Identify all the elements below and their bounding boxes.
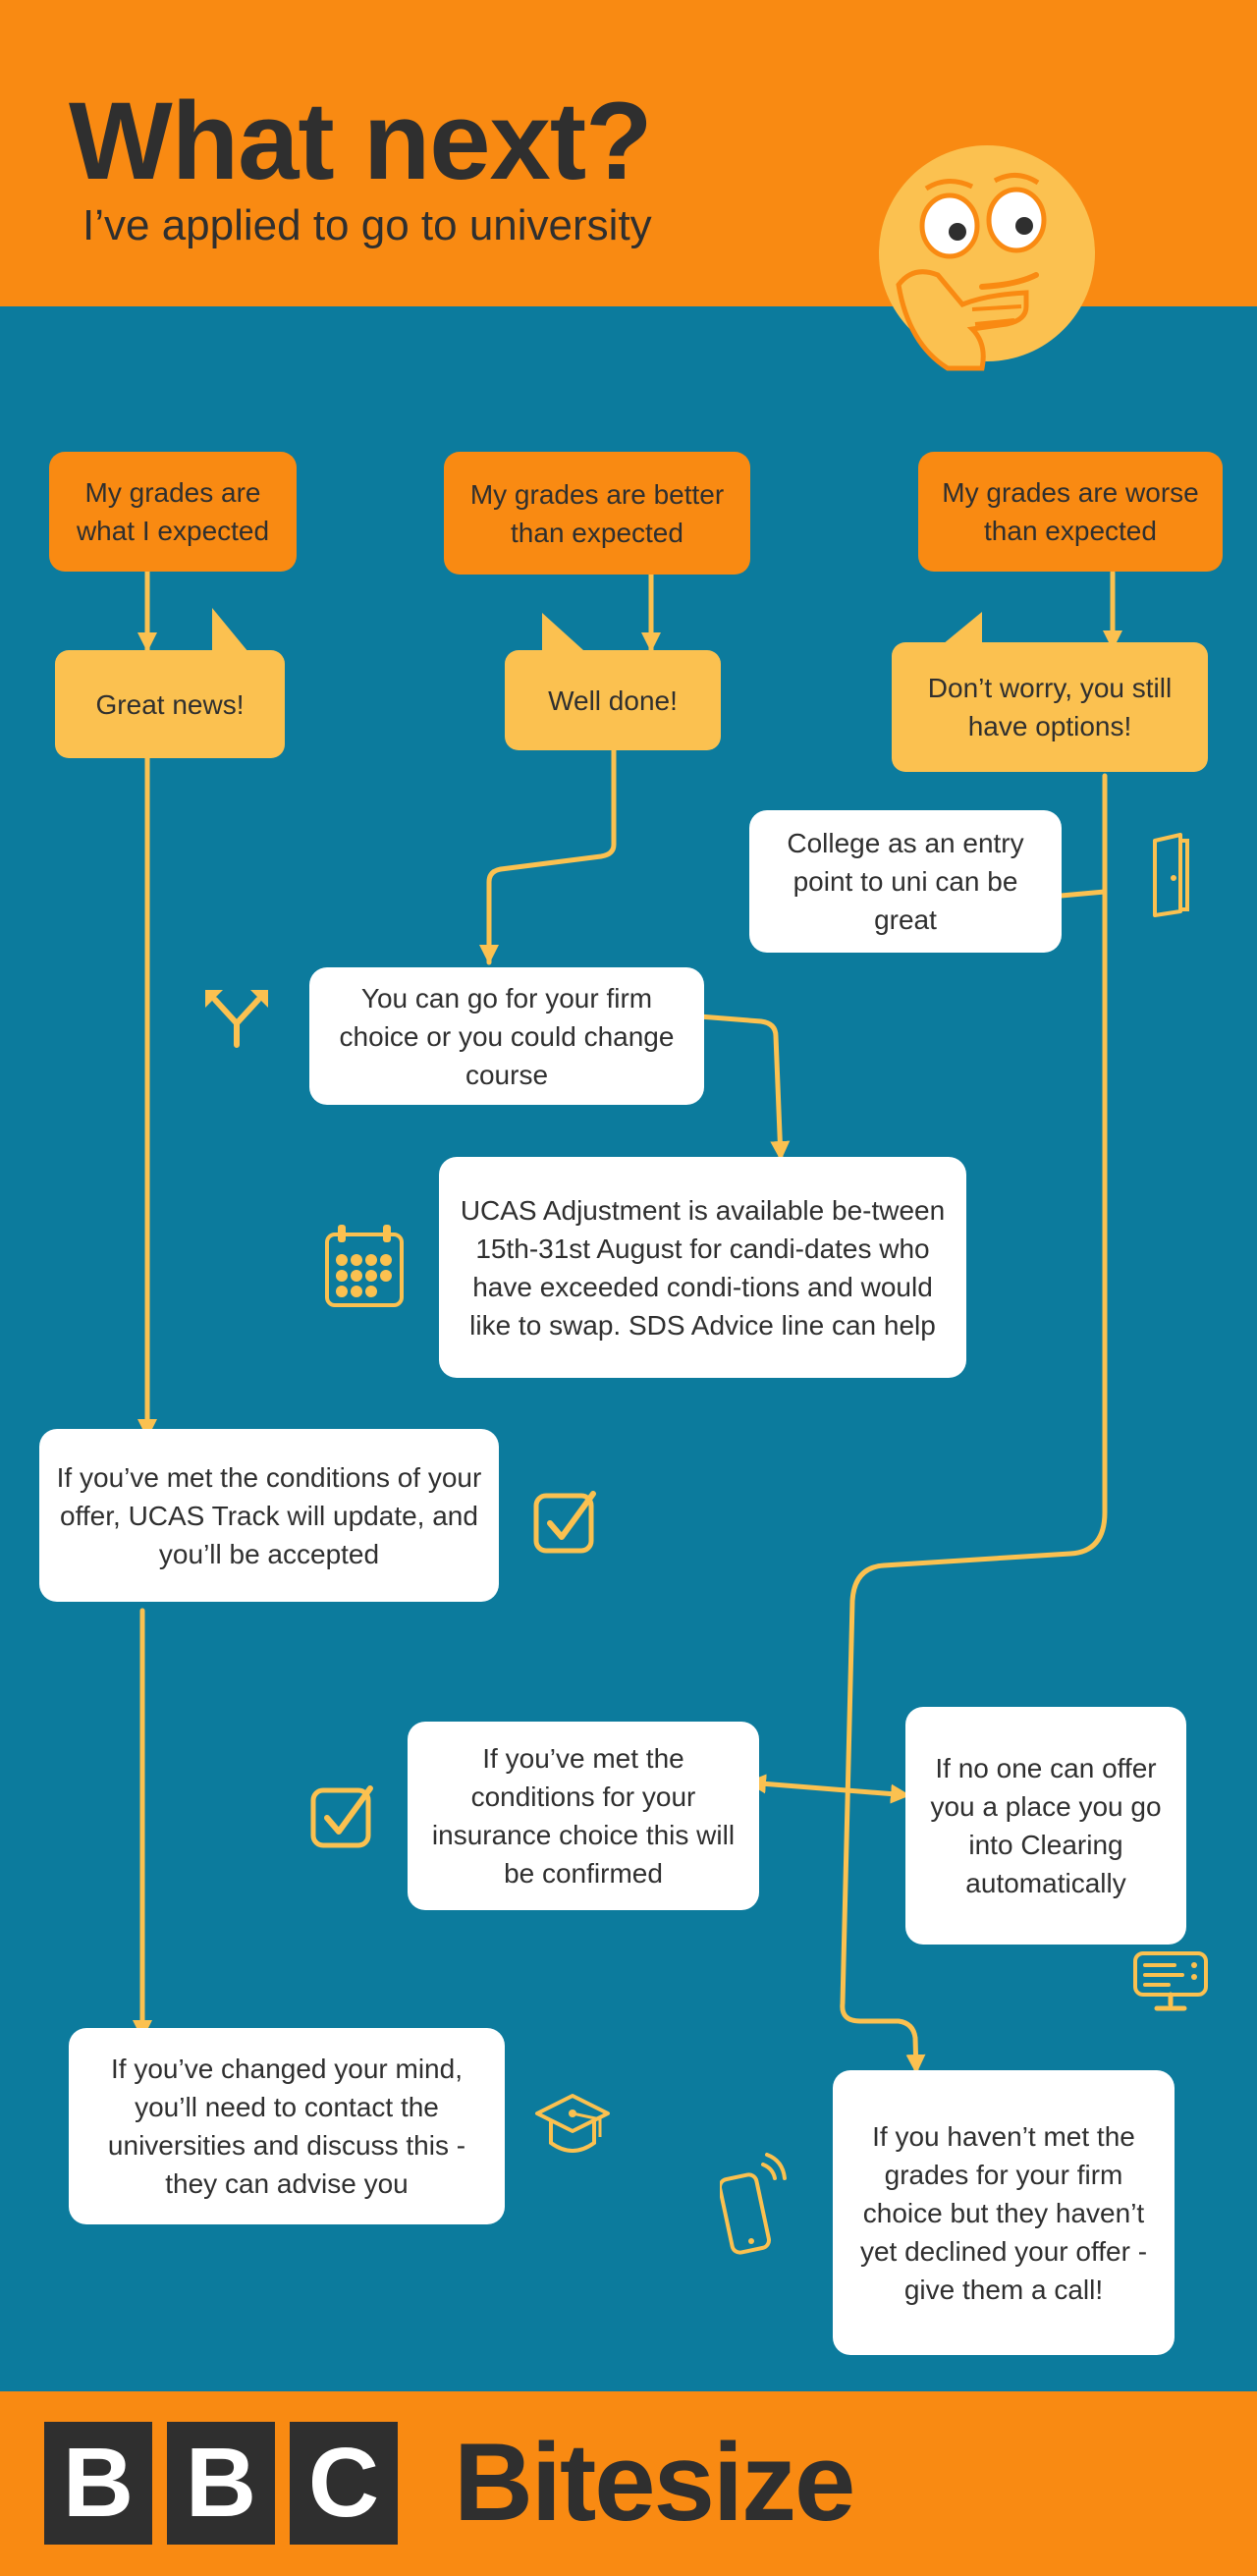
grades-better-box: My grades are better than expected <box>444 452 750 575</box>
bbc-logo-block-b1: B <box>44 2422 152 2545</box>
footer-banner: B B C Bitesize <box>0 2391 1257 2576</box>
graduation-cap-icon <box>535 2094 610 2153</box>
checkbox-icon <box>310 1785 373 1848</box>
changed-mind-box: If you’ve changed your mind, you’ll need… <box>69 2028 505 2224</box>
grades-worse-box: My grades are worse than expected <box>918 452 1223 572</box>
door-icon <box>1153 833 1189 917</box>
arrow-welldone-to-firm <box>479 745 617 965</box>
checkbox-icon <box>533 1491 596 1554</box>
bbc-logo-block-c: C <box>290 2422 398 2545</box>
college-box: College as an entry point to uni can be … <box>749 810 1062 953</box>
arrow-dontworry-down <box>840 773 1108 2075</box>
calendar-icon <box>325 1225 404 1307</box>
computer-icon <box>1133 1951 1208 2011</box>
firm-choice-box: You can go for your firm choice or you c… <box>309 967 704 1105</box>
great-news-box: Great news! <box>55 650 285 758</box>
dont-worry-box: Don’t worry, you still have options! <box>892 642 1208 772</box>
well-done-box: Well done! <box>505 650 721 750</box>
not-met-box: If you haven’t met the grades for your f… <box>833 2070 1175 2355</box>
great-news-label: Great news! <box>95 688 245 720</box>
arrow-insurance-clearing <box>745 1774 911 1804</box>
well-done-label: Well done! <box>548 685 678 716</box>
split-arrows-icon <box>205 990 268 1048</box>
thinking-face-icon <box>879 145 1095 371</box>
dont-worry-label: Don’t worry, you still have options! <box>927 673 1173 741</box>
bbc-logo-block-b2: B <box>167 2422 275 2545</box>
insurance-box: If you’ve met the conditions for your in… <box>408 1722 759 1910</box>
bitesize-brand: Bitesize <box>454 2421 855 2544</box>
grades-expected-box: My grades are what I expected <box>49 452 297 572</box>
speech-tail <box>943 612 982 644</box>
page-subtitle: I’ve applied to go to university <box>82 201 652 249</box>
speech-tail <box>542 613 583 650</box>
header-banner: What next? I’ve applied to go to univers… <box>0 0 1257 306</box>
mobile-phone-icon <box>720 2153 787 2255</box>
speech-tail <box>212 608 248 652</box>
arrow-firm-to-adjustment <box>696 1014 791 1162</box>
met-conditions-box: If you’ve met the conditions of your off… <box>39 1429 499 1602</box>
adjustment-box: UCAS Adjustment is available be-tween 15… <box>439 1157 966 1378</box>
clearing-box: If no one can offer you a place you go i… <box>905 1707 1186 1945</box>
page-title: What next? <box>69 80 653 202</box>
